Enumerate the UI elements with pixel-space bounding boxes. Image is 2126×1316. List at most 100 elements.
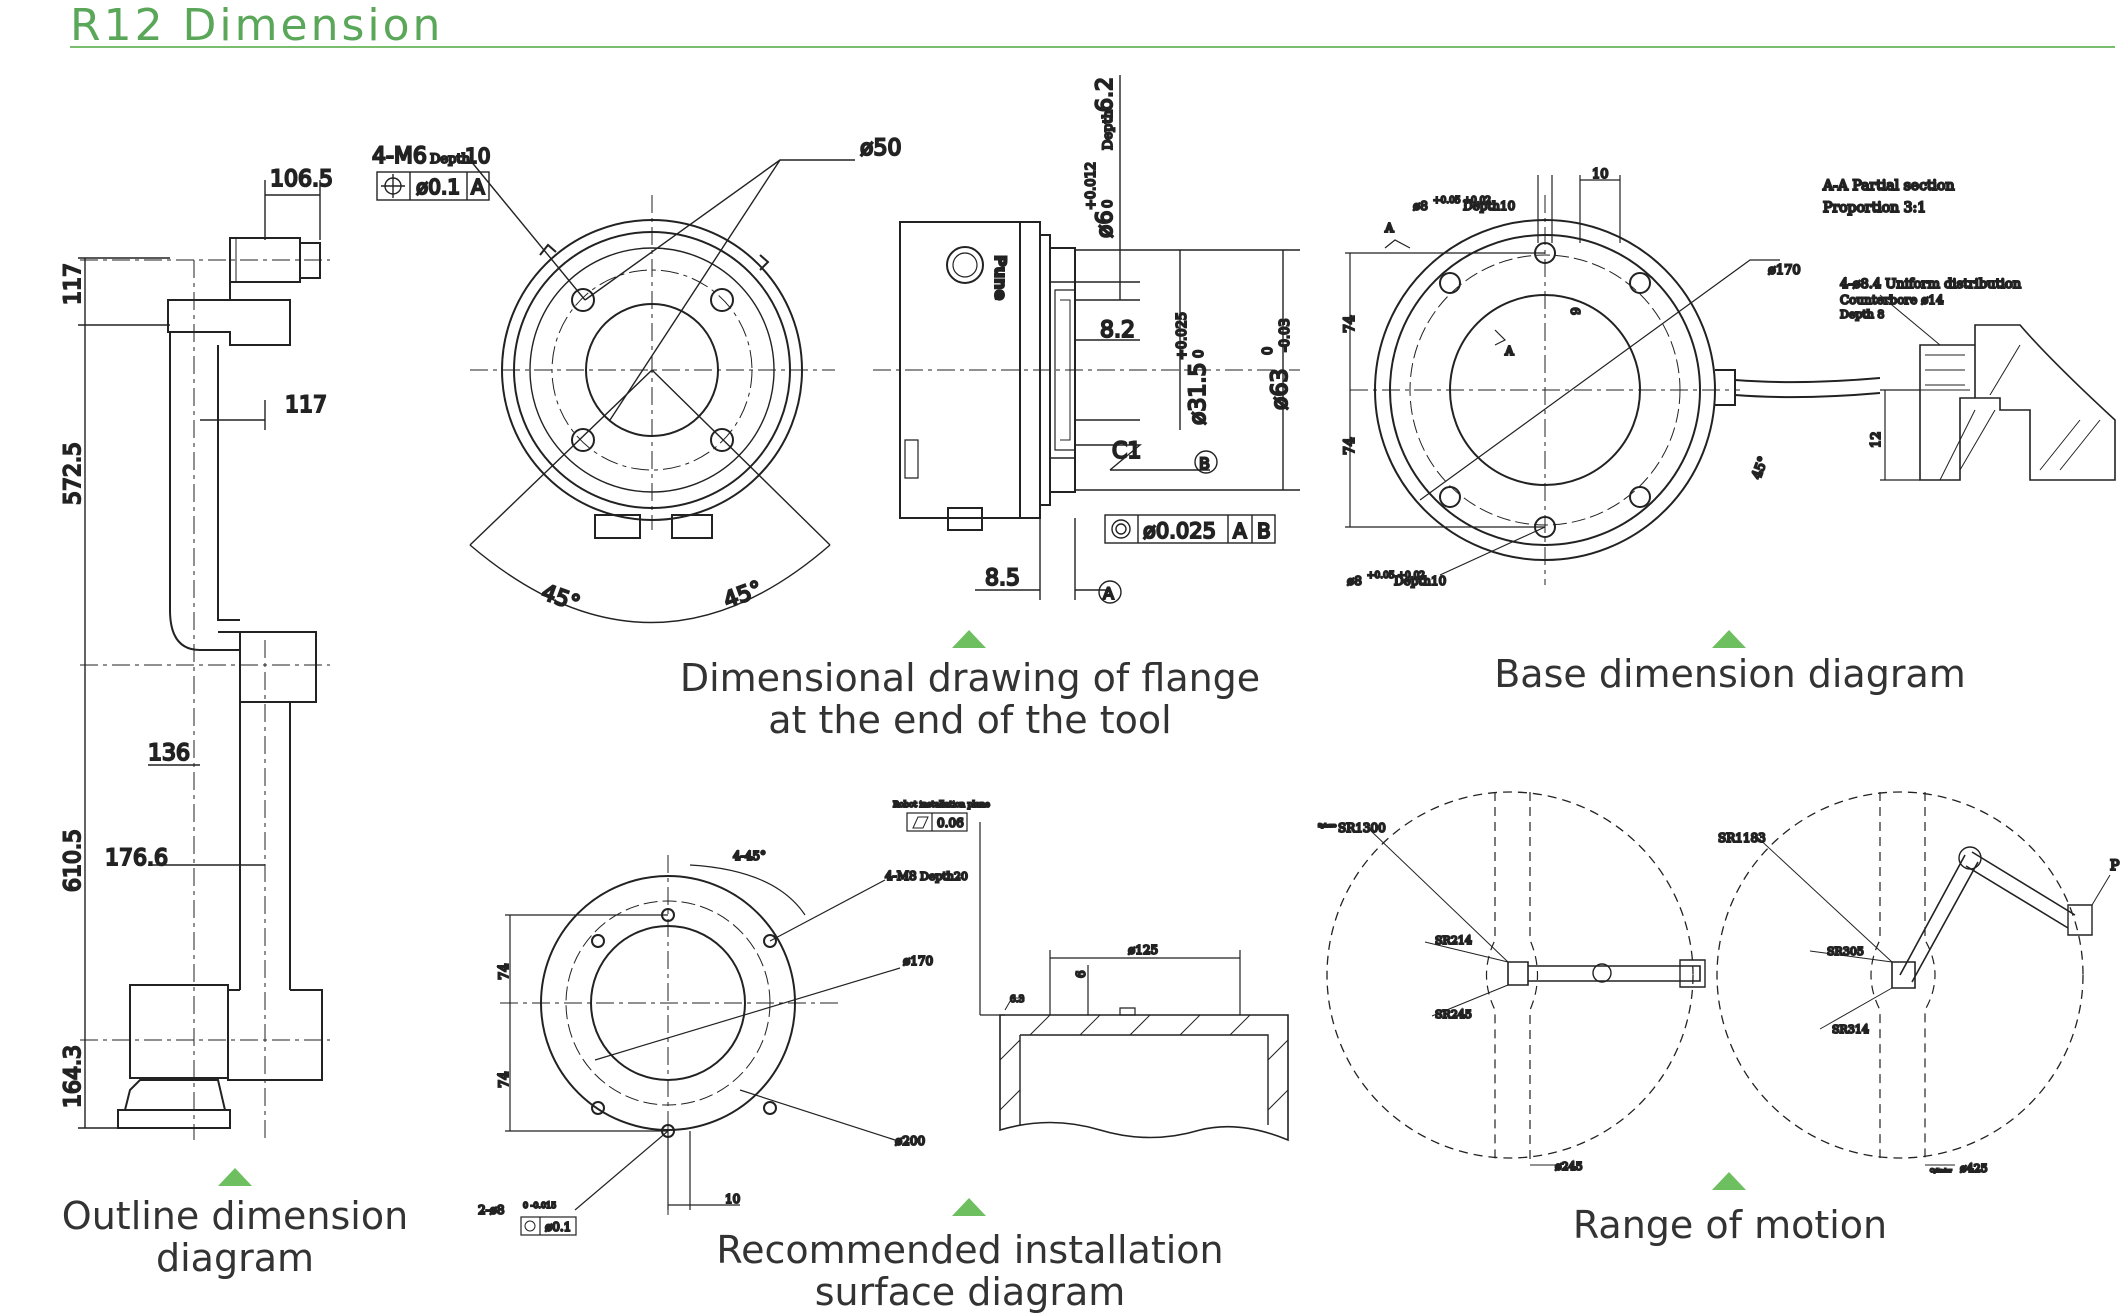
flange-d50: ø50: [860, 136, 901, 161]
base-d170: ø170: [1768, 263, 1801, 278]
flange-ang1: 45°: [538, 580, 583, 617]
base-ang45: 45°: [1750, 455, 1772, 482]
flange-d31-5: ø31.5: [1186, 363, 1211, 425]
install-ang: 4-45°: [733, 849, 766, 863]
flange-conc-datum2: B: [1257, 519, 1271, 543]
flange-conc-tol: ø0.025: [1143, 519, 1216, 543]
outline-diagram: 106.5 117 117 572.5 136 176.6 610.5 164.…: [60, 166, 334, 1140]
install-d6: 6: [1074, 970, 1088, 978]
base-d12: 12: [1869, 431, 1884, 448]
install-flat-tol: 0.06: [937, 816, 964, 830]
dim-164-3: 164.3: [61, 1045, 86, 1108]
base-d8-top-tol: +0.05 +0.02: [1433, 196, 1491, 206]
motion-point-p: P: [2110, 858, 2119, 874]
caption-install-line2: surface diagram: [814, 1270, 1126, 1314]
page-title: R12 Dimension: [70, 0, 444, 51]
flange-d6-tol-lo: 0: [1101, 200, 1116, 208]
install-pin: 2-ø8: [478, 1203, 505, 1217]
caption-base: Base dimension diagram: [1494, 652, 1966, 696]
motion-sr1183: SR1183: [1718, 831, 1766, 845]
caption-flange-line1: Dimensional drawing of flange: [679, 656, 1261, 700]
motion-sr214: SR214: [1435, 934, 1472, 947]
flange-m6-depth: 10: [465, 144, 490, 168]
flange-d63: ø63: [1268, 369, 1293, 410]
flange-pos-tol: ø0.1: [416, 175, 460, 199]
motion-sr305: SR305: [1827, 945, 1864, 958]
caption-flange-line2: at the end of the tool: [768, 698, 1172, 742]
base-cb-depth: Depth 8: [1840, 308, 1884, 321]
title-divider: [70, 46, 2115, 48]
flange-m6-depth-word: Depth: [430, 152, 471, 167]
flange-d6-depth-word: Depth: [1101, 109, 1116, 150]
flange-d63-tol-up: 0: [1261, 347, 1276, 355]
motion-sphere-word: Sphere: [1318, 823, 1336, 829]
dim-117-v: 117: [61, 263, 86, 305]
caption-outline: Outline dimension diagram: [61, 1194, 409, 1280]
base-d74-b: 74: [1342, 437, 1358, 455]
flange-datum-a: A: [1103, 584, 1114, 603]
motion-d425: ø425: [1960, 1162, 1988, 1175]
install-d74-b: 74: [497, 1071, 512, 1088]
base-counterbore: Counterbore ø14: [1840, 293, 1944, 307]
install-d200: ø200: [895, 1134, 925, 1148]
caption-install-line1: Recommended installation: [716, 1228, 1224, 1272]
flange-brand: Pune: [991, 255, 1010, 301]
base-d8-bot-tol: +0.05 +0.02: [1367, 571, 1425, 581]
flange-d31-5-tol-up: +0.025: [1175, 312, 1190, 360]
base-sec-a2: A: [1504, 344, 1514, 358]
install-d74-a: 74: [497, 963, 512, 980]
base-diagram: ø8 +0.05 +0.02 Depth10 10 ø170 74 74 9 4…: [1341, 166, 2116, 589]
install-m8-depth: Depth20: [920, 870, 968, 883]
flange-d6-tol-up: +0.012: [1084, 162, 1099, 210]
flange-d63-tol-lo: -0.03: [1278, 318, 1293, 352]
flange-front-view: 4-M6 Depth 10 ø0.1 A ø50 45° 45°: [371, 135, 902, 624]
flange-conc-datum1: A: [1233, 519, 1247, 543]
motion-d245: ø245: [1555, 1160, 1583, 1173]
marker-base: [1712, 630, 1746, 648]
install-diagram: 4-45° 4-M8 Depth20 ø170 ø200 74 74 2-ø8 …: [477, 799, 1289, 1236]
base-d8-top-depth: Depth10: [1463, 199, 1515, 213]
flange-d6-depth: 6.2: [1093, 77, 1118, 112]
dim-572-5: 572.5: [61, 442, 86, 505]
flange-datum-b: B: [1199, 454, 1210, 473]
install-d125: ø125: [1128, 943, 1158, 957]
flange-d31-5-tol-lo: 0: [1192, 350, 1207, 358]
base-d8-top: ø8: [1413, 199, 1428, 213]
flange-pos-datum: A: [471, 175, 485, 199]
base-section-label: A-A Partial section: [1822, 178, 1954, 194]
dim-117-h: 117: [285, 393, 327, 418]
flange-chamfer: C1: [1112, 439, 1141, 464]
caption-flange: Dimensional drawing of flange at the end…: [650, 657, 1290, 741]
motion-sr1300: SR1300: [1338, 821, 1386, 835]
base-d10: 10: [1592, 167, 1609, 182]
dim-136: 136: [148, 741, 190, 766]
flange-d8-5: 8.5: [985, 566, 1020, 591]
marker-outline: [218, 1168, 252, 1186]
base-d8-bot-depth: Depth10: [1394, 574, 1446, 588]
install-d170: ø170: [903, 954, 933, 968]
base-proportion: Proportion 3:1: [1823, 200, 1926, 216]
base-holes: 4-ø8.4 Uniform distribution: [1840, 277, 2022, 292]
motion-diagram: Sphere SR1300 SR214 SR245 ø245 SR1183 SR…: [1317, 791, 2120, 1176]
motion-sr245: SR245: [1435, 1008, 1472, 1021]
base-d9: 9: [1569, 307, 1583, 315]
dim-106-5: 106.5: [270, 167, 333, 192]
flange-d6: ø6: [1093, 211, 1118, 238]
flange-side-view: Pune ø6 +0.012 0 Depth 6.2 8.2 ø31.5 +0.…: [873, 75, 1300, 604]
marker-install: [952, 1198, 986, 1216]
base-d74-a: 74: [1342, 315, 1358, 333]
flange-m6: 4-M6: [372, 144, 427, 169]
base-sec-a1: A: [1384, 221, 1394, 235]
dim-176-6: 176.6: [105, 846, 168, 871]
install-rough: 6.3: [1010, 995, 1025, 1005]
install-plane-label: Robot installation plane: [893, 800, 990, 809]
motion-cyl-word: Cylinder: [1930, 1168, 1952, 1174]
flange-ang2: 45°: [721, 577, 766, 614]
caption-motion: Range of motion: [1572, 1203, 1888, 1247]
marker-flange: [952, 630, 986, 648]
install-d10: 10: [725, 1192, 740, 1206]
flange-d8-2: 8.2: [1100, 318, 1135, 343]
base-d8-bot: ø8: [1347, 574, 1362, 588]
install-pin-tol: 0 -0.015: [523, 1201, 556, 1210]
